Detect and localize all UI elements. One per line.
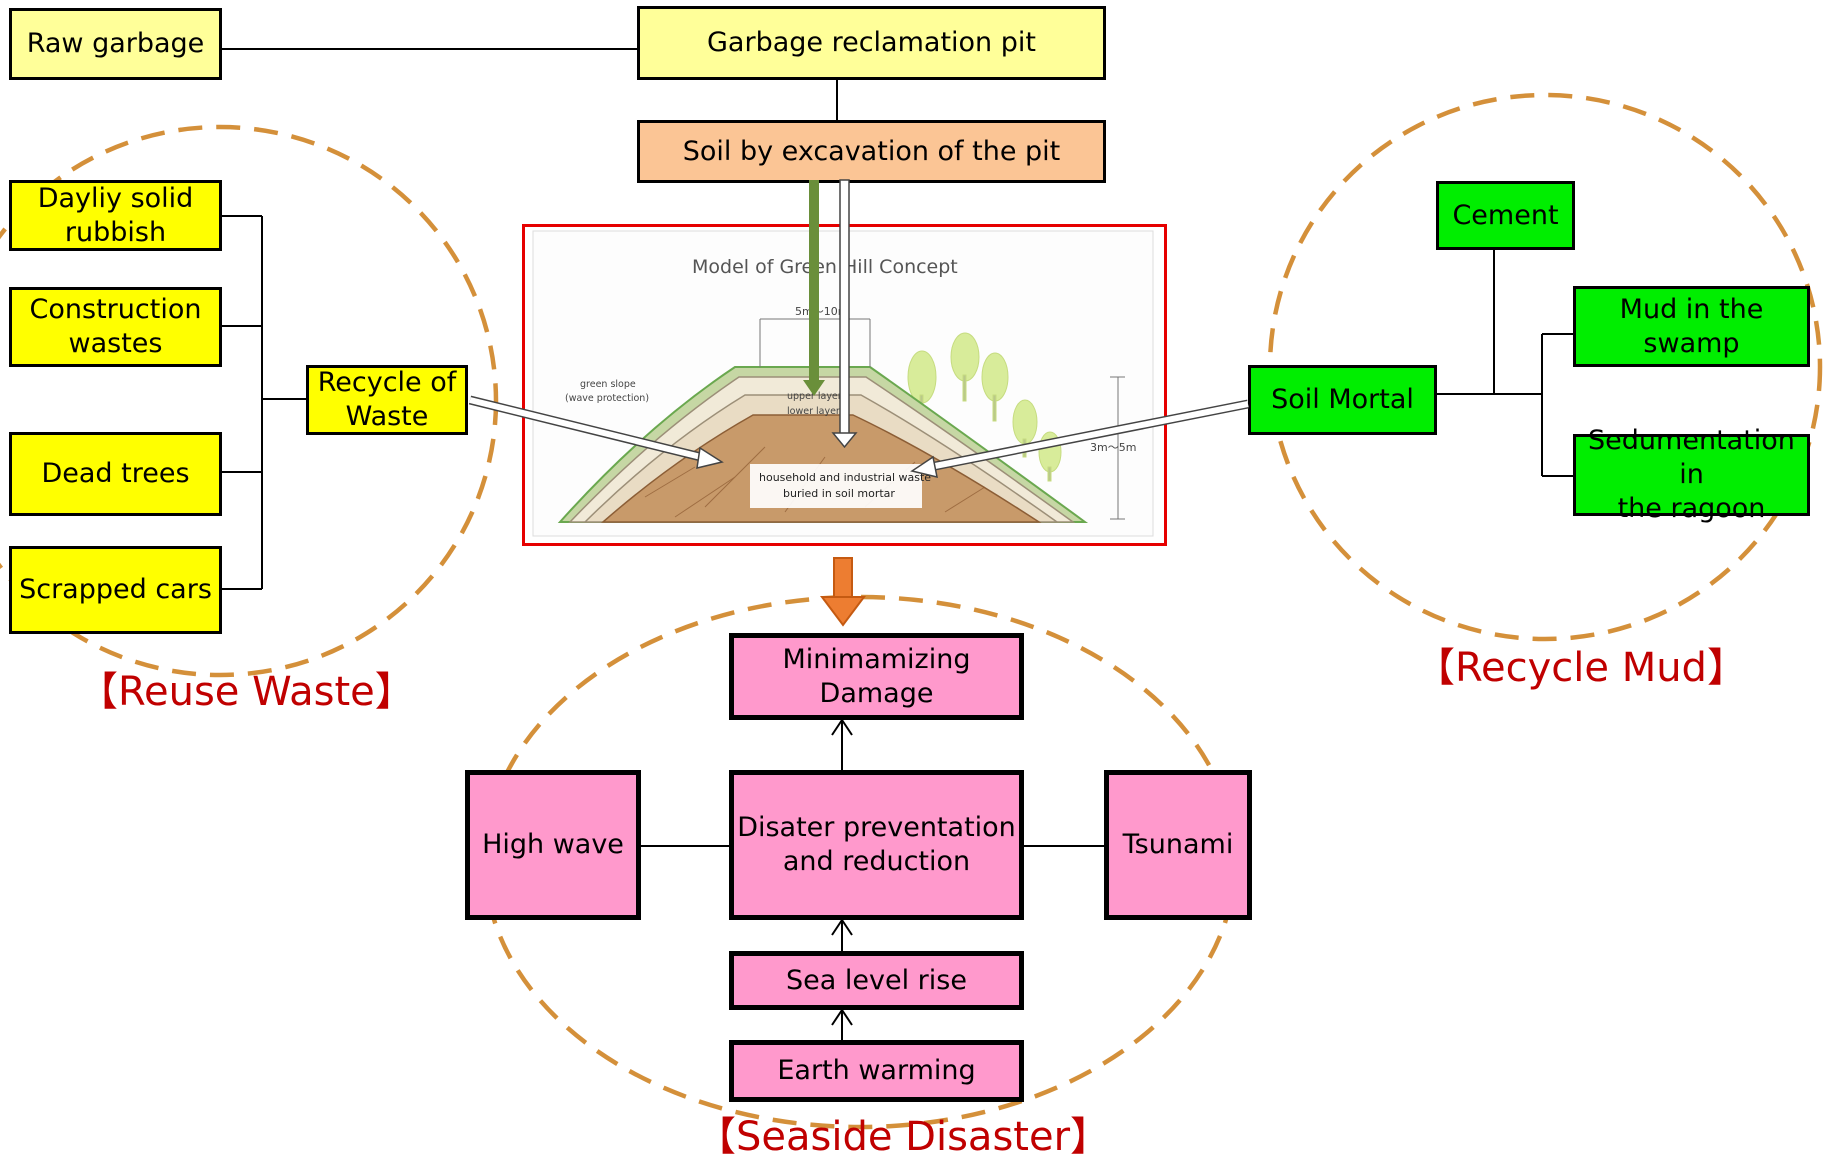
construction-wastes-box: Construction wastes (9, 287, 222, 367)
upper-layer-label: upper layer (787, 391, 842, 402)
slope-label-2: (wave protection) (565, 393, 649, 404)
earth-warming-box: Earth warming (729, 1040, 1024, 1102)
dead-trees-box: Dead trees (9, 432, 222, 516)
recycle-waste-box: Recycle of Waste (306, 365, 468, 435)
disaster-prevention-box: Disater preventation and reduction (729, 770, 1024, 920)
soil-excavation-box: Soil by excavation of the pit (637, 120, 1106, 183)
recycle-mud-label: 【Recycle Mud】 (1415, 645, 1747, 691)
height-label: 3m〜5m (1090, 441, 1136, 454)
soil-mortal-box: Soil Mortal (1248, 365, 1437, 435)
arrowhead-min (831, 718, 853, 736)
reuse-waste-label: 【Reuse Waste】 (78, 669, 415, 715)
sedimentation-box: Sedumentation in the ragoon (1573, 425, 1810, 524)
width-label: 5m〜10m (795, 305, 848, 318)
white-down-arrow (831, 179, 858, 449)
soil-mortal-arrow (910, 399, 1249, 479)
circle-reuse-waste (0, 124, 499, 678)
recycle-waste-arrow (468, 395, 724, 469)
green-arrow (803, 180, 825, 396)
orange-down-arrow (820, 557, 866, 627)
model-title: Model of Green Hill Concept (692, 256, 958, 278)
minimizing-damage-box: Minimamizing Damage (729, 633, 1024, 720)
tsunami-box: Tsunami (1104, 770, 1252, 920)
daily-rubbish-box: Dayliy solid rubbish (9, 180, 222, 251)
garbage-pit-box: Garbage reclamation pit (637, 6, 1106, 80)
arrowhead-prev (831, 918, 853, 936)
raw-garbage-box: Raw garbage (9, 8, 222, 80)
lower-layer-label: lower layer (787, 406, 840, 417)
sea-level-box: Sea level rise (729, 951, 1024, 1010)
core-label-1: household and industrial waste (759, 471, 931, 484)
scrapped-cars-box: Scrapped cars (9, 546, 222, 634)
high-wave-box: High wave (465, 770, 641, 920)
core-label-2: buried in soil mortar (783, 487, 895, 500)
arrowhead-sea (831, 1008, 853, 1026)
cement-box: Cement (1436, 181, 1575, 250)
slope-label-1: green slope (580, 379, 636, 390)
mud-swamp-box: Mud in the swamp (1573, 286, 1810, 367)
seaside-disaster-label: 【Seaside Disaster】 (696, 1114, 1111, 1160)
